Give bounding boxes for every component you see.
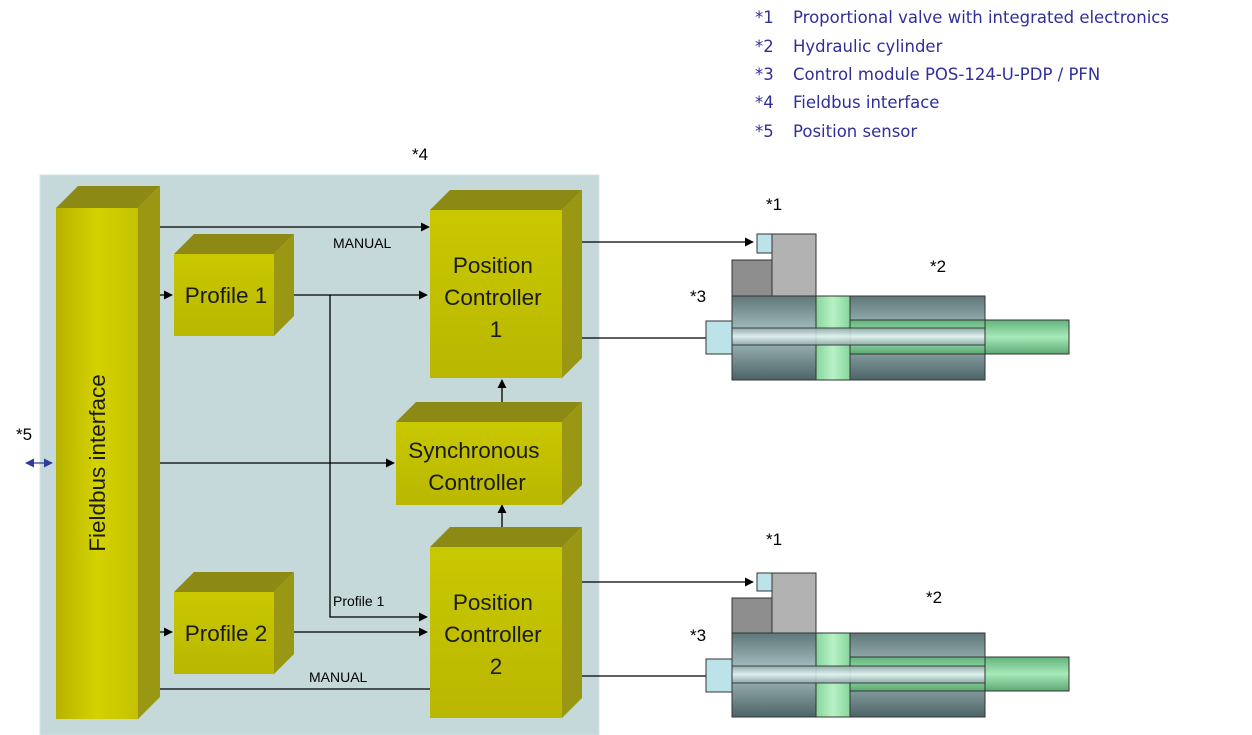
cylinder-assembly-2: *1 *2 *3 xyxy=(690,530,1070,718)
ref-4-label: *4 xyxy=(412,145,428,164)
profile1-label: Profile 1 xyxy=(185,283,268,308)
legend-item-1-text: Proportional valve with integrated elect… xyxy=(793,8,1169,27)
legend: *1 Proportional valve with integrated el… xyxy=(755,8,1169,141)
sync-label: Synchronous Controller xyxy=(408,438,546,495)
ref-3-label-bottom: *3 xyxy=(690,626,706,645)
position-controller-1-block: Position Controller 1 xyxy=(430,190,582,378)
legend-item-5: *5 xyxy=(755,122,774,141)
ref-1-label-top: *1 xyxy=(766,195,782,214)
manual-bottom-label: MANUAL xyxy=(309,669,368,685)
cylinder-assembly-1: *1 *2 *3 xyxy=(690,195,1070,381)
profile2-block: Profile 2 xyxy=(174,572,294,674)
legend-item-4: *4 xyxy=(755,93,774,112)
pc1-label: Position Controller 1 xyxy=(444,253,548,342)
legend-item-5-text: Position sensor xyxy=(793,122,917,141)
legend-item-3: *3 xyxy=(755,65,774,84)
ref-2-label-bottom: *2 xyxy=(926,588,942,607)
pc2-label: Position Controller 2 xyxy=(444,590,548,679)
profile1-branch-label: Profile 1 xyxy=(333,593,385,609)
hydraulic-cylinder-2 xyxy=(705,632,1070,718)
fieldbus-interface-label: Fieldbus interface xyxy=(85,374,110,552)
proportional-valve-1 xyxy=(731,233,817,297)
fieldbus-interface-block: Fieldbus interface xyxy=(56,186,160,719)
hydraulic-cylinder-1 xyxy=(705,295,1070,381)
profile1-branch-line xyxy=(329,295,428,622)
legend-item-2-text: Hydraulic cylinder xyxy=(793,37,943,56)
ref-2-label-top: *2 xyxy=(930,257,946,276)
legend-item-4-text: Fieldbus interface xyxy=(793,93,939,112)
legend-item-3-text: Control module POS-124-U-PDP / PFN xyxy=(793,65,1100,84)
legend-item-1: *1 xyxy=(755,8,774,27)
synchronous-controller-block: Synchronous Controller xyxy=(396,402,582,505)
ref-1-label-bottom: *1 xyxy=(766,530,782,549)
position-controller-2-block: Position Controller 2 xyxy=(430,527,582,718)
ref-5-label: *5 xyxy=(16,425,32,444)
manual-top-label: MANUAL xyxy=(333,235,392,251)
profile2-label: Profile 2 xyxy=(185,621,268,646)
ref-3-label-top: *3 xyxy=(690,287,706,306)
profile1-block: Profile 1 xyxy=(174,234,294,336)
proportional-valve-2 xyxy=(731,572,817,634)
legend-item-2: *2 xyxy=(755,37,774,56)
